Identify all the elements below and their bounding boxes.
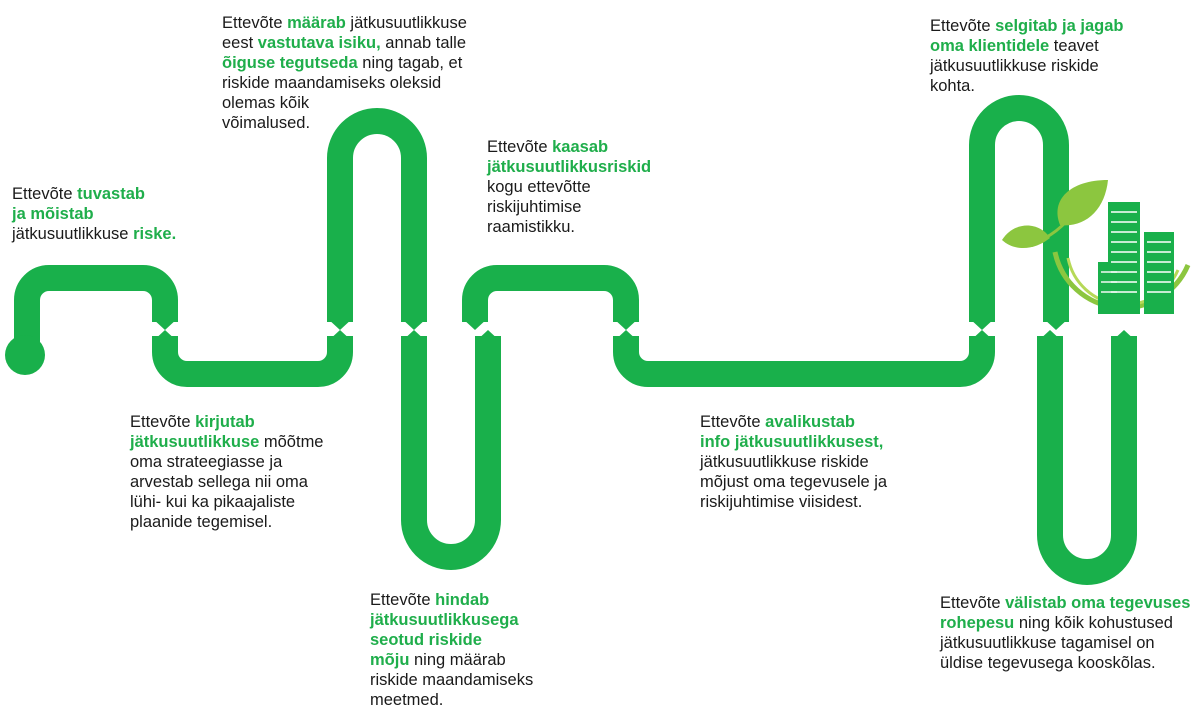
body-text: Ettevõte bbox=[930, 17, 996, 35]
body-text: Ettevõte bbox=[370, 591, 436, 609]
building-windows bbox=[1101, 211, 1171, 293]
building-low bbox=[1098, 262, 1120, 314]
body-text: jätkusuutlikkuse bbox=[12, 225, 134, 243]
arrow-up bbox=[969, 330, 995, 342]
arrow-up bbox=[613, 330, 639, 342]
building-mid bbox=[1144, 232, 1174, 314]
body-text: annab talle bbox=[380, 34, 467, 52]
body-text: ning kõik kohustused bbox=[1014, 614, 1173, 632]
pipe-segment-1 bbox=[14, 265, 178, 348]
body-text: jätkusuutlikkuse riskide bbox=[930, 57, 1099, 75]
body-text: jätkusuutlikkuse riskide bbox=[700, 453, 869, 471]
highlight-text: info jätkusuutlikkusest, bbox=[700, 433, 884, 451]
body-text: oma strateegiasse ja bbox=[130, 453, 283, 471]
arrow-up bbox=[475, 330, 501, 342]
arrow-down bbox=[969, 318, 995, 330]
arrow-up bbox=[1037, 330, 1063, 342]
body-text: ning määrab bbox=[409, 651, 506, 669]
body-text: riskide maandamiseks oleksid bbox=[222, 74, 442, 92]
highlight-text: riske. bbox=[133, 225, 177, 243]
highlight-text: kaasab bbox=[552, 138, 609, 156]
highlight-text: määrab bbox=[287, 14, 346, 32]
highlight-text: ja mõistab bbox=[12, 205, 94, 223]
highlight-text: oma klientidele bbox=[930, 37, 1050, 55]
highlight-text: kirjutab bbox=[195, 413, 255, 431]
body-text: riskijuhtimise bbox=[487, 198, 582, 216]
pipe-start-node bbox=[5, 335, 45, 375]
body-text: meetmed. bbox=[370, 691, 444, 709]
body-text: Ettevõte bbox=[700, 413, 766, 431]
body-text: mõjust oma tegevusele ja bbox=[700, 473, 888, 491]
body-text: arvestab sellega nii oma bbox=[130, 473, 308, 491]
body-text: jätkusuutlikkuse tagamisel on bbox=[940, 634, 1155, 652]
body-text: ning tagab, et bbox=[357, 54, 463, 72]
arrow-down bbox=[462, 318, 488, 330]
highlight-text: seotud riskide bbox=[370, 631, 482, 649]
highlight-text: rohepesu bbox=[940, 614, 1015, 632]
step-assess-impact: Ettevõte hindab jätkusuutlikkusega seotud … bbox=[370, 590, 580, 710]
arrow-down bbox=[613, 318, 639, 330]
green-city-leaf-icon bbox=[1002, 180, 1191, 314]
body-text: mõõtme bbox=[259, 433, 324, 451]
arrow-up bbox=[327, 330, 353, 342]
arrow-down bbox=[1043, 318, 1069, 330]
step-risk-framework: Ettevõte kaasab jätkusuutlikkusriskid kogu… bbox=[487, 137, 687, 237]
body-text: võimalused. bbox=[222, 114, 311, 132]
arrow-up bbox=[401, 330, 427, 342]
body-text: olemas kõik bbox=[222, 94, 310, 112]
pipe-segment-7 bbox=[969, 95, 1069, 322]
body-text: üldise tegevusega kooskõlas. bbox=[940, 654, 1156, 672]
pipe-segment-3 bbox=[327, 108, 427, 322]
highlight-text: avalikustab bbox=[765, 413, 856, 431]
body-text: Ettevõte bbox=[222, 14, 288, 32]
leaf-top bbox=[1057, 180, 1108, 226]
body-text: plaanide tegemisel. bbox=[130, 513, 273, 531]
buildings bbox=[1098, 202, 1174, 314]
body-text: Ettevõte bbox=[130, 413, 196, 431]
step-inform-clients: Ettevõte selgitab ja jagab oma klientidel… bbox=[930, 16, 1145, 96]
highlight-text: vastutava isiku, bbox=[257, 34, 381, 52]
arrow-down bbox=[327, 318, 353, 330]
body-text: riskijuhtimise viisidest. bbox=[700, 493, 863, 511]
body-text: teavet bbox=[1049, 37, 1099, 55]
highlight-text: tuvastab bbox=[77, 185, 145, 203]
highlight-text: jätkusuutlikkusriskid bbox=[487, 158, 652, 176]
pipe-path bbox=[14, 95, 1137, 585]
arrow-down bbox=[401, 318, 427, 330]
pipe-segment-2 bbox=[152, 336, 353, 387]
arrow-up bbox=[152, 330, 178, 342]
body-text: Ettevõte bbox=[940, 594, 1006, 612]
pipe-segment-4 bbox=[401, 336, 501, 570]
step-responsible-person: Ettevõte määrab jätkusuutlikkuse eest vas… bbox=[222, 13, 492, 133]
pipe-segment-5 bbox=[462, 265, 639, 322]
arrow-down bbox=[152, 318, 178, 330]
highlight-text: mõju bbox=[370, 651, 410, 669]
pipe-segment-6 bbox=[613, 336, 995, 387]
step-strategy: Ettevõte kirjutab jätkusuutlikkuse mõõtme… bbox=[130, 412, 360, 532]
highlight-text: õiguse tegutseda bbox=[222, 54, 358, 72]
highlight-text: jätkusuutlikkuse bbox=[130, 433, 260, 451]
highlight-text: välistab oma tegevuses bbox=[1005, 594, 1191, 612]
body-text: Ettevõte bbox=[12, 185, 78, 203]
pipe-arrows bbox=[152, 318, 1137, 342]
pipe-segment-8 bbox=[1037, 336, 1137, 585]
body-text: lühi- kui ka pikaajaliste bbox=[130, 493, 296, 511]
body-text: riskide maandamiseks bbox=[370, 671, 534, 689]
body-text: eest bbox=[222, 34, 258, 52]
step-disclose-info: Ettevõte avalikustab info jätkusuutlikkus… bbox=[700, 412, 930, 512]
leaf-left bbox=[1002, 225, 1050, 249]
highlight-text: jätkusuutlikkusega bbox=[370, 611, 519, 629]
body-text: Ettevõte bbox=[487, 138, 553, 156]
body-text: jätkusuutlikkuse bbox=[345, 14, 467, 32]
highlight-text: hindab bbox=[435, 591, 490, 609]
highlight-text: selgitab ja jagab bbox=[995, 17, 1124, 35]
arrow-up bbox=[1111, 330, 1137, 342]
body-text: raamistikku. bbox=[487, 218, 576, 236]
body-text: kogu ettevõtte bbox=[487, 178, 591, 196]
step-identify-risks: Ettevõte tuvastab ja mõistab jätkusuutlikk… bbox=[12, 184, 212, 244]
body-text: kohta. bbox=[930, 77, 975, 95]
